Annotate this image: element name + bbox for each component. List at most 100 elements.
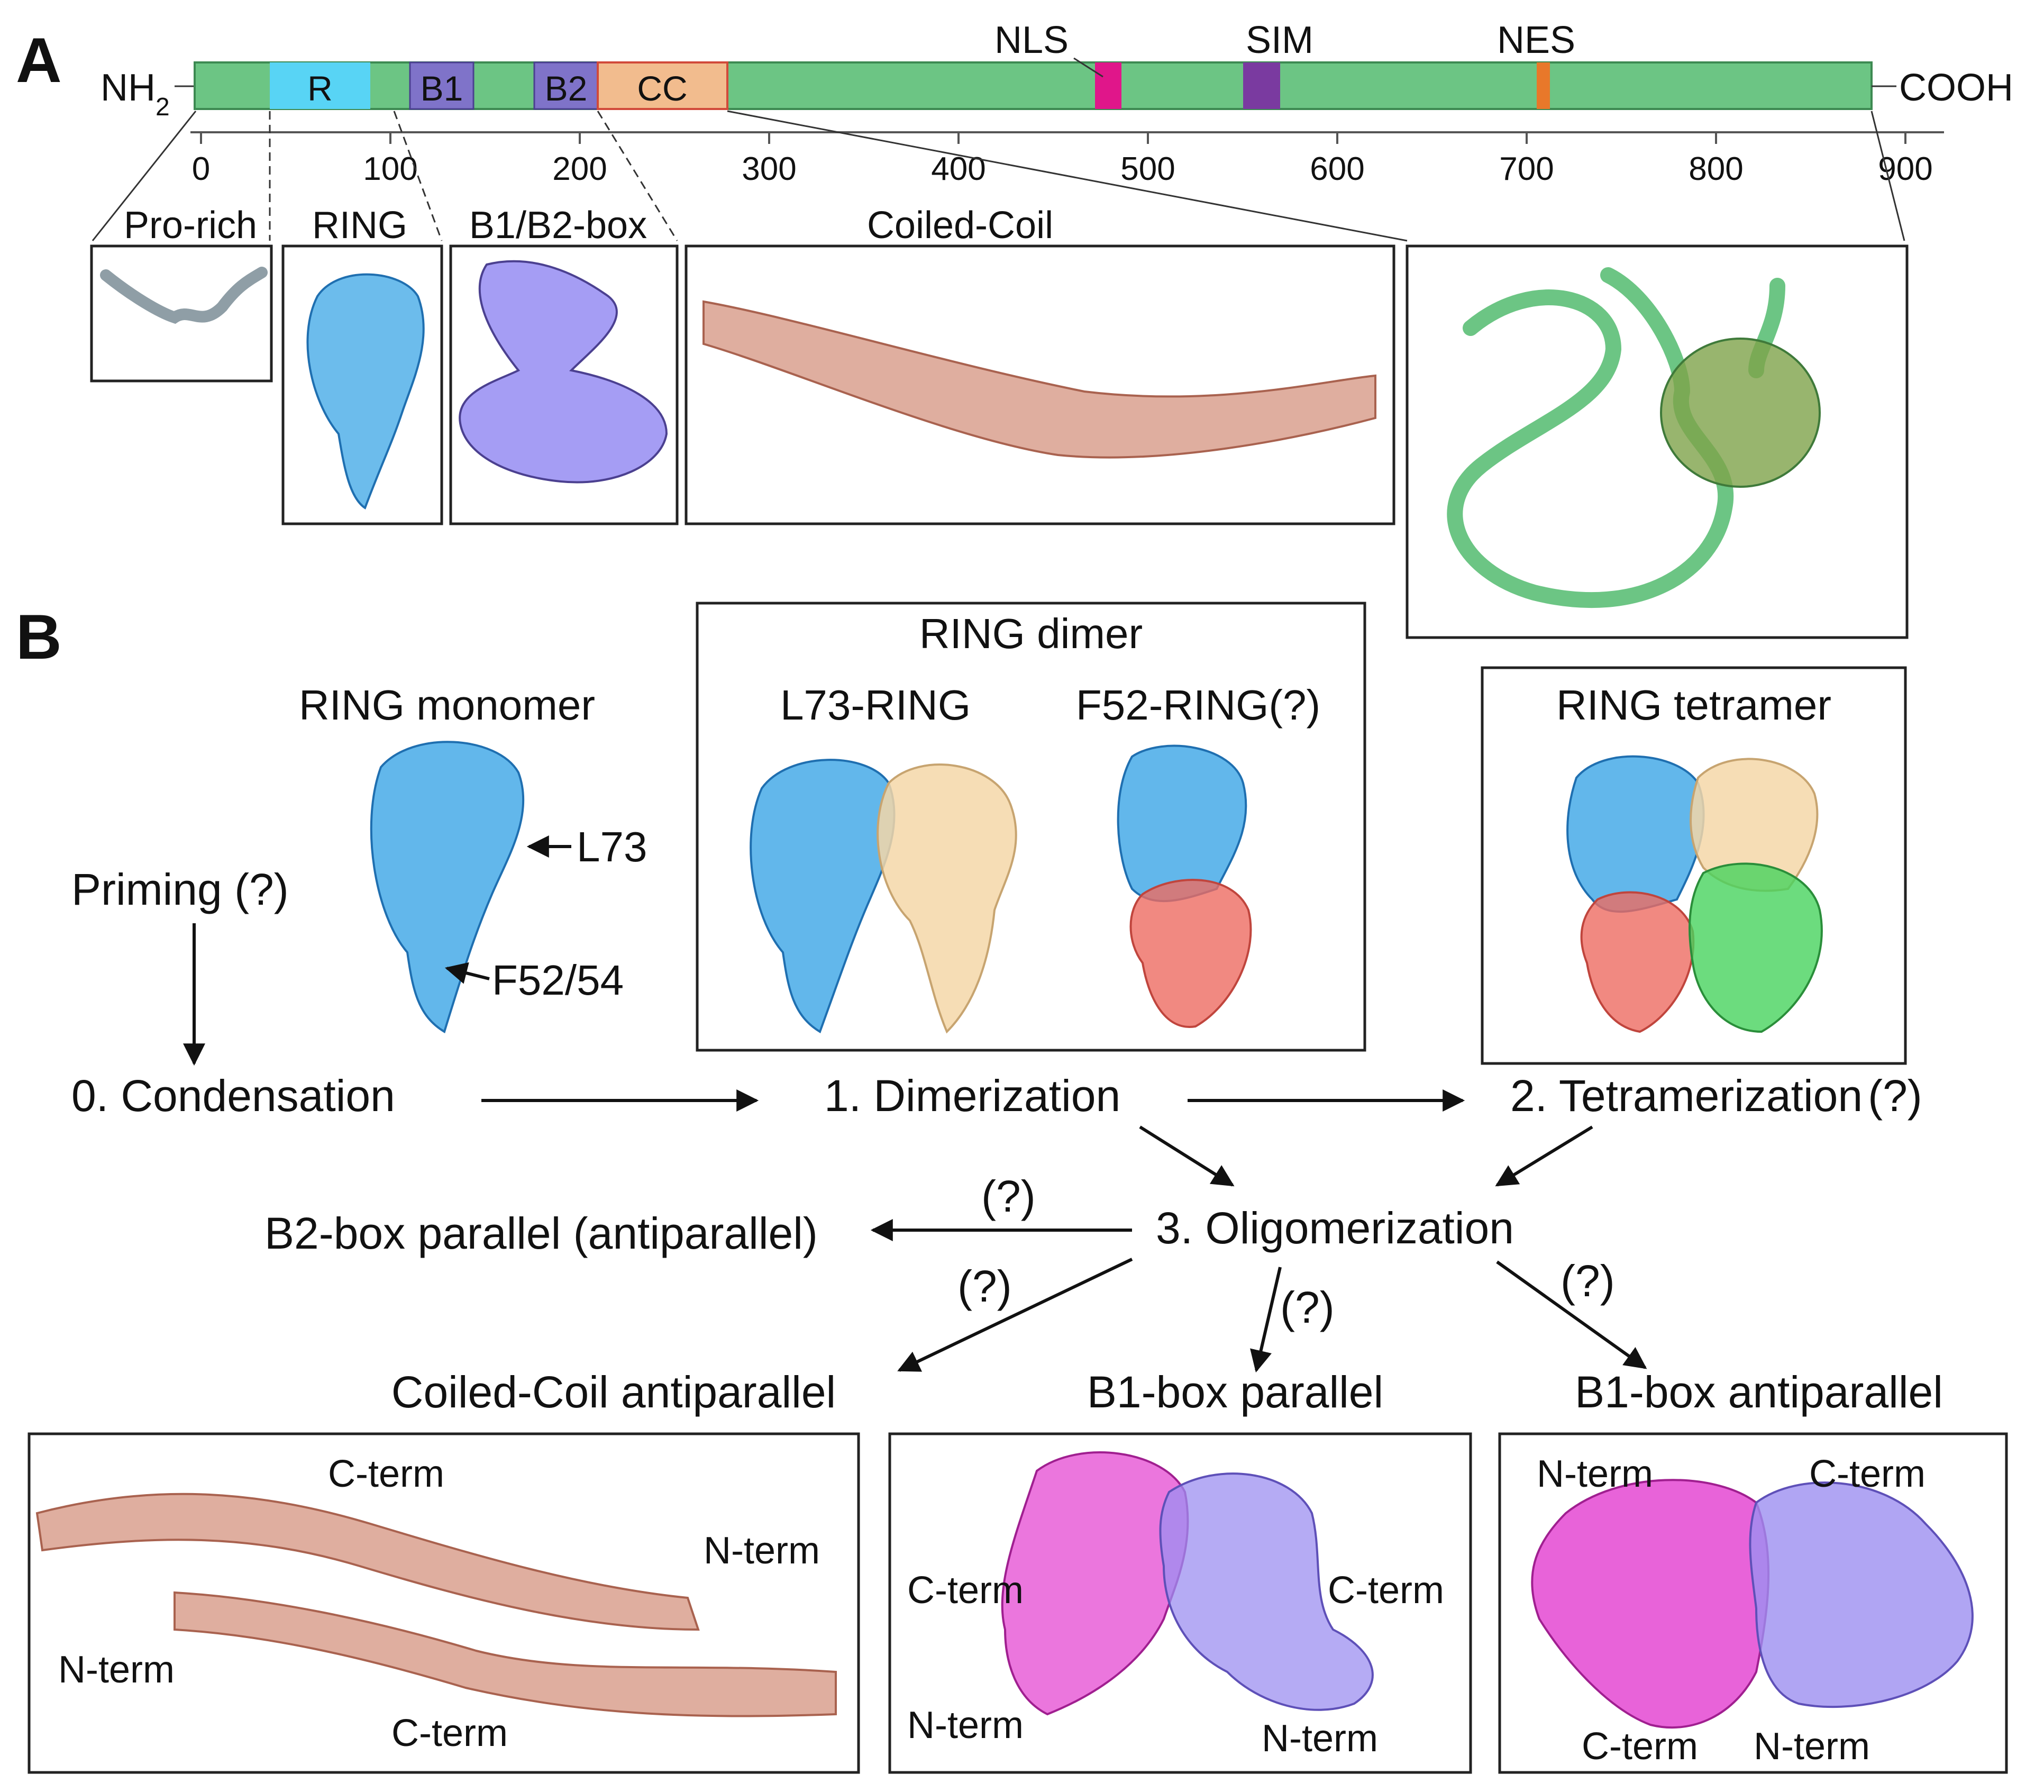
q-cc-arrow: (?) [957,1261,1012,1311]
motif-nls [1095,62,1121,109]
cc-nterm-left: N-term [58,1649,175,1691]
nls-label: NLS [994,19,1069,61]
axis-tick-label: 900 [1878,151,1932,187]
panel-b: B RING monomer L73 F52/54 Priming (?) RI… [16,602,2008,1774]
q-b1p-arrow: (?) [1280,1282,1335,1332]
prorich-box [90,244,273,383]
b1a-magenta-subunit [1531,1479,1770,1729]
tetramer-blue-subunit [1566,755,1705,913]
prorich-structure [100,267,268,324]
ring-monomer-structure [370,741,525,1034]
ring-dimer-box [696,602,1366,1052]
arrow-to-cc-antiparallel [897,1258,1133,1372]
axis-tick-label: 0 [192,151,210,187]
b1-antiparallel-box [1498,1432,2008,1774]
zoom-line-ring-right [393,111,443,241]
arrow-to-b1-antiparallel [1496,1260,1647,1369]
tetramer-red-subunit [1580,891,1695,1033]
axis-tick-label: 700 [1499,151,1554,187]
bbox-structure [459,260,668,484]
b1p-nterm-left: N-term [907,1704,1024,1746]
bbox-box [449,244,679,525]
cc-structure [702,300,1376,459]
b2-parallel-label: B2-box parallel (antiparallel) [264,1208,818,1258]
domain-ring-r [270,62,370,109]
axis-tick-label: 400 [931,151,986,187]
domain-cc-label: CC [637,69,687,108]
domain-b2-label: B2 [545,69,588,108]
domain-b2 [533,61,599,110]
tetramer-green-subunit [1689,862,1823,1033]
q-b1a-arrow: (?) [1561,1256,1615,1306]
priming-label: Priming (?) [71,865,289,914]
nes-label: NES [1497,19,1575,61]
cc-cterm-bottom: C-term [391,1712,508,1754]
residue-axis: 0 100 200 300 400 500 600 700 800 900 [190,131,1944,187]
sim-label: SIM [1246,19,1313,61]
b1-parallel-lavender-subunit [1159,1472,1374,1711]
f52-ring-red-subunit [1129,879,1252,1028]
l73-label: L73 [577,823,647,870]
ring-tetramer-box [1481,666,1907,1065]
cterm-box [1406,244,1909,639]
zoom-line-bbox [597,111,678,241]
axis-tick-label: 500 [1120,151,1175,187]
ring-structure-label: RING [312,204,407,247]
b1a-nterm-bottom: N-term [1754,1725,1870,1768]
zoom-line-cterm [1870,111,1905,241]
cc-helix-lower [174,1591,837,1717]
ring-structure [306,273,425,510]
cterm-structure-globule [1660,338,1821,488]
b1p-nterm-right: N-term [1262,1717,1378,1760]
zoom-line-prorich [92,111,197,241]
ring-dimer-title: RING dimer [919,610,1143,657]
zoom-connectors [92,110,1905,242]
f52-arrow [444,962,490,984]
arrow-to-b1-parallel [1250,1267,1282,1373]
protein-domain-map: NH2 R B1 B2 CC COOH NLS SIM NES [101,19,2013,121]
step-oligomerization: 3. Oligomerization [1156,1203,1514,1253]
ring-tetramer-title: RING tetramer [1556,681,1831,729]
f52-ring-title: F52-RING(?) [1076,681,1320,729]
cc-antiparallel-box [28,1432,860,1774]
cc-antiparallel-title: Coiled-Coil antiparallel [391,1367,836,1417]
panel-a: A NH2 R B1 B2 CC COOH NLS SIM NES [16,19,2013,639]
axis-tick-label: 800 [1689,151,1743,187]
b1a-cterm-top: C-term [1809,1453,1926,1495]
step-dimerization: 1. Dimerization [824,1071,1120,1121]
bbox-structure-label: B1/B2-box [469,204,647,247]
b1-parallel-box [888,1432,1472,1774]
l73-ring-title: L73-RING [780,681,971,729]
step-condensation: 0. Condensation [71,1071,395,1121]
motif-sim [1243,62,1280,109]
zoom-line-cc [727,110,1408,242]
l73-ring-blue-subunit [750,759,896,1033]
b1p-cterm-left: C-term [907,1569,1024,1612]
f52-label: F52/54 [492,957,624,1004]
axis-tick-label: 200 [552,151,607,187]
b1a-cterm-bottom: C-term [1582,1725,1698,1768]
b1-antiparallel-title: B1-box antiparallel [1575,1367,1943,1417]
b1-parallel-title: B1-box parallel [1087,1367,1383,1417]
domain-b1 [409,61,474,110]
cc-structure-label: Coiled-Coil [867,204,1053,247]
cooh-label: COOH [1899,67,2013,109]
ring-box [281,244,443,525]
b1-parallel-magenta-subunit [1001,1451,1189,1716]
b1a-lavender-subunit [1749,1481,1974,1708]
cc-box [685,244,1395,525]
nls-pointer [1073,57,1103,78]
cc-helix-upper [35,1493,700,1631]
domain-cc [597,61,728,110]
axis-tick-label: 100 [363,151,417,187]
b1p-cterm-right: C-term [1328,1569,1444,1612]
f52-ring-blue-subunit [1117,744,1247,903]
q-b2-arrow: (?) [981,1171,1036,1221]
cc-nterm-right: N-term [704,1530,820,1572]
prorich-label: Pro-rich [124,204,257,247]
axis-tick-label: 300 [742,151,796,187]
axis-tick-label: 600 [1310,151,1364,187]
nh2-label: NH2 [101,67,170,121]
domain-b1-label: B1 [421,69,463,108]
